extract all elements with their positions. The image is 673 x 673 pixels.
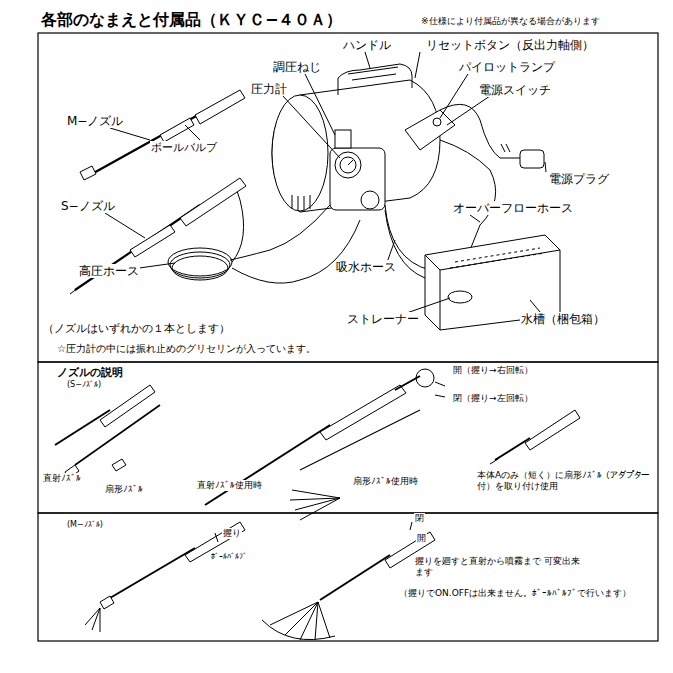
part-label: 扇形ﾉｽﾞﾙ使用時: [352, 476, 419, 487]
part-label: オーバーフローホース: [452, 201, 574, 215]
part-label: 吸水ホース: [335, 260, 397, 274]
part-label: 閉: [414, 513, 425, 524]
part-label: S−ノズル: [60, 199, 116, 213]
part-label: 調圧ねじ: [272, 60, 322, 74]
part-label: ﾎﾞｰﾙﾊﾞﾙﾌﾞ: [210, 552, 248, 562]
part-label: 開（握り→右回転）: [452, 365, 534, 376]
part-label: ☆圧力計の中には振れ止めのグリセリンが入っています。: [56, 343, 317, 355]
part-label: (M−ﾉｽﾞﾙ): [66, 520, 104, 530]
part-label: ハンドル: [342, 38, 392, 52]
part-label: 電源プラグ: [548, 172, 610, 186]
part-label: 本体Aのみ（短く）に扇形ﾉｽﾞﾙ （アダプター付）を取り付け使用: [476, 470, 656, 492]
part-label: ※仕様により付属品が異なる場合があります: [420, 16, 601, 27]
part-label: ストレーナー: [346, 312, 420, 326]
part-label: （ノズルはいずれかの１本とします）: [42, 322, 231, 335]
part-label: ノズルの説明: [56, 366, 124, 379]
part-label: ボールバルブ: [150, 141, 218, 154]
diagram-title: 各部のなまえと付属品（ＫＹＣ−４０Ａ）: [40, 10, 343, 29]
part-label: 直射ﾉｽﾞﾙ: [42, 473, 82, 484]
part-label: 握りを廻すと直射から噴霧まで 可変出来ます: [414, 556, 586, 578]
part-label: 直射ﾉｽﾞﾙ使用時: [196, 480, 263, 491]
part-label: 開: [416, 533, 427, 544]
part-label: 扇形ﾉｽﾞﾙ: [104, 484, 144, 495]
part-label: 高圧ホース: [78, 264, 140, 278]
part-label: リセットボタン（反出力軸側）: [425, 38, 595, 52]
part-label: （握りでON.OFFは出来ません。ﾎﾞｰﾙﾊﾞﾙﾌﾞで行います）: [398, 588, 632, 599]
part-label: 圧力計: [250, 82, 288, 96]
part-label: (S−ﾉｽﾞﾙ): [66, 380, 102, 390]
part-label: 閉（握り→左回転）: [452, 393, 534, 404]
part-label: 電源スイッチ: [478, 83, 552, 97]
part-label: パイロットランプ: [458, 60, 556, 74]
part-label: 握り: [222, 528, 242, 539]
part-label: 水槽（梱包箱）: [520, 312, 606, 326]
part-label: M−ノズル: [66, 114, 124, 128]
